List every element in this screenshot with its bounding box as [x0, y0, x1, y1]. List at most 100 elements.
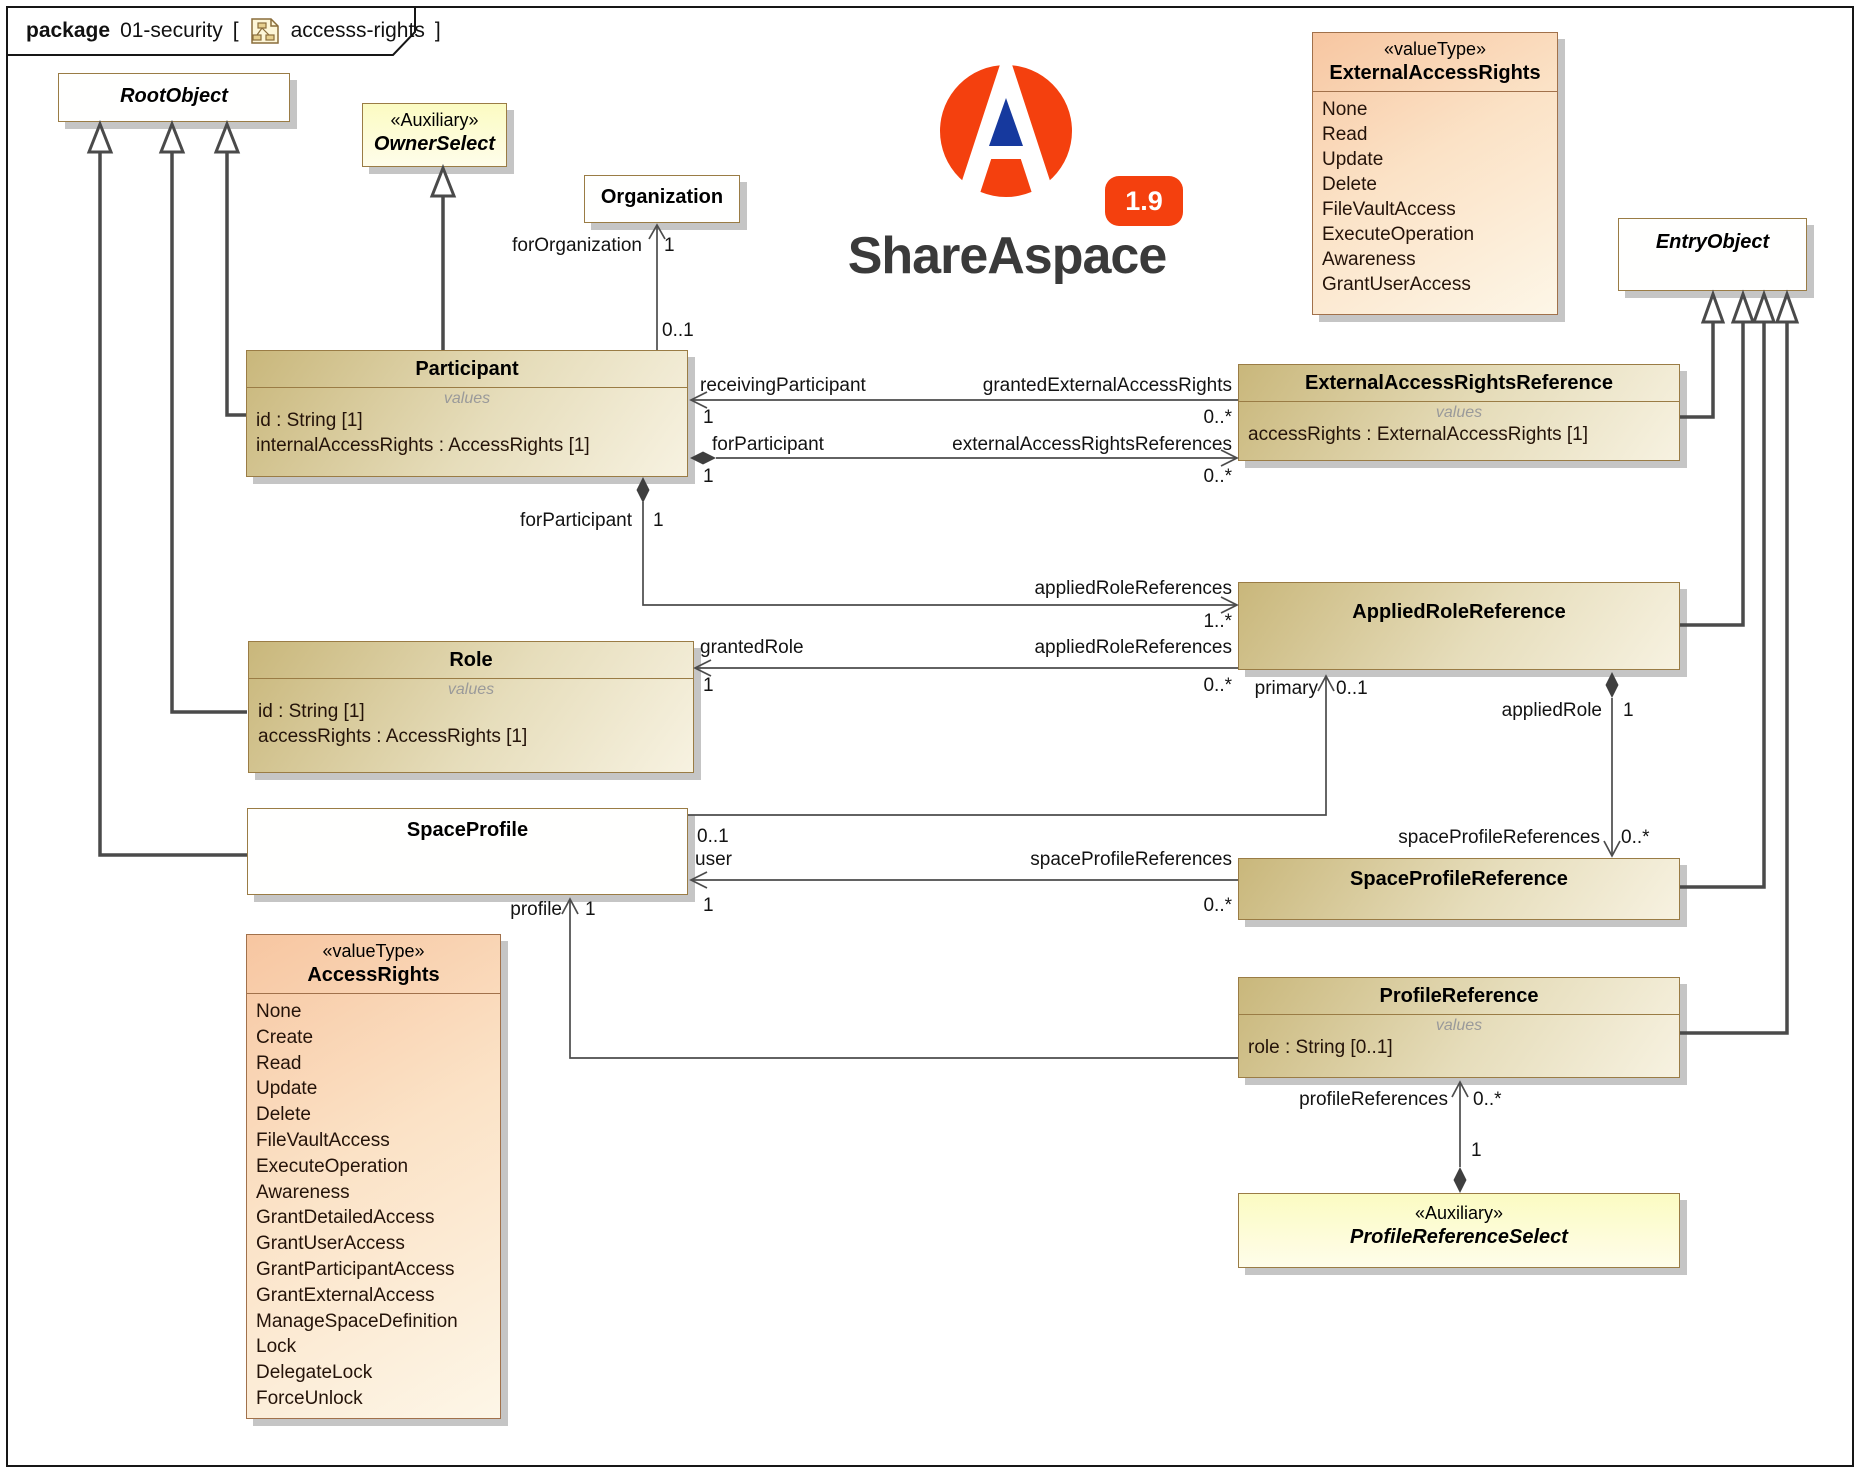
generalization-role-rootobject	[158, 119, 247, 714]
multiplicity-label: 1	[664, 235, 675, 256]
role-label: profile	[510, 899, 562, 920]
class-title: AccessRights	[247, 962, 500, 994]
enum-literal: Create	[256, 1026, 314, 1048]
role-label: user	[695, 849, 732, 870]
values-section-label: values	[443, 390, 491, 407]
enum-literal: None	[256, 1001, 302, 1022]
bracket-close: ]	[434, 19, 441, 42]
class-title: EntryObject	[1655, 231, 1770, 253]
role-label: grantedRole	[700, 637, 804, 658]
enum-literal: GrantUserAccess	[1322, 274, 1471, 295]
class-profilereferenceselect[interactable]: «Auxiliary» ProfileReferenceSelect	[1238, 1193, 1680, 1268]
class-rootobject[interactable]: RootObject	[58, 73, 290, 122]
role-label: externalAccessRightsReferences	[952, 434, 1232, 455]
enum-literal: FileVaultAccess	[256, 1129, 390, 1151]
package-keyword: package	[26, 19, 111, 42]
association-appliedrole	[1603, 672, 1621, 858]
class-title: AppliedRoleReference	[1352, 601, 1566, 623]
role-label: spaceProfileReferences	[1398, 827, 1600, 848]
enum-literal: None	[1322, 99, 1368, 120]
class-title: Organization	[600, 186, 724, 208]
class-ownerselect[interactable]: «Auxiliary» OwnerSelect	[362, 103, 507, 167]
multiplicity-label: 1	[653, 510, 664, 531]
role-label: spaceProfileReferences	[1030, 849, 1232, 870]
generalization-participant-ownerselect	[429, 163, 457, 350]
multiplicity-label: 1	[585, 899, 596, 920]
enum-literal: GrantParticipantAccess	[256, 1258, 455, 1280]
class-organization[interactable]: Organization	[584, 175, 740, 223]
multiplicity-label: 0..*	[1621, 827, 1650, 848]
class-title: ExternalAccessRights	[1313, 60, 1557, 92]
enum-literal: Update	[256, 1078, 318, 1100]
enum-literal: ExecuteOperation	[256, 1155, 409, 1177]
multiplicity-label: 1	[1471, 1140, 1482, 1161]
role-label: grantedExternalAccessRights	[982, 375, 1232, 396]
package-header: package 01-security [ accesss-rights ]	[26, 17, 441, 45]
multiplicity-label: 0..*	[1203, 675, 1232, 696]
shareaspace-logo-icon	[940, 60, 1072, 197]
enum-literal: Awareness	[1322, 249, 1416, 270]
enum-externalaccessrights[interactable]: «valueType» ExternalAccessRights None Re…	[1312, 32, 1558, 315]
stereotype-label: «valueType»	[1383, 39, 1487, 59]
bracket-open: [	[232, 19, 239, 42]
attribute: id : String [1]	[258, 701, 365, 722]
attribute: internalAccessRights : AccessRights [1]	[256, 435, 590, 456]
class-title: RootObject	[120, 85, 228, 107]
attribute: id : String [1]	[256, 410, 363, 431]
class-title: ProfileReferenceSelect	[1350, 1226, 1568, 1248]
multiplicity-label: 1..*	[1203, 611, 1232, 632]
role-label: receivingParticipant	[700, 375, 866, 396]
generalization-profilereference-entryobject	[1680, 289, 1800, 1035]
role-label: appliedRoleReferences	[1034, 637, 1232, 658]
multiplicity-label: 0..*	[1473, 1089, 1502, 1110]
class-participant[interactable]: Participant values id : String [1] inter…	[246, 350, 688, 477]
values-section-label: values	[1435, 1017, 1483, 1034]
stereotype-label: «Auxiliary»	[390, 110, 479, 130]
class-appliedrolereference[interactable]: AppliedRoleReference	[1238, 582, 1680, 670]
multiplicity-label: 1	[703, 895, 714, 916]
generalization-participant-rootobject	[213, 119, 246, 417]
association-externalaccessrightsreferences	[690, 449, 1239, 467]
multiplicity-label: 0..1	[662, 320, 694, 341]
enum-literal: GrantDetailedAccess	[256, 1207, 435, 1229]
association-appliedrolereferences-participant	[636, 477, 1239, 614]
class-spaceprofilereference[interactable]: SpaceProfileReference	[1238, 858, 1680, 920]
diagram-icon	[250, 18, 279, 44]
multiplicity-label: 1	[703, 466, 714, 487]
multiplicity-label: 0..*	[1203, 895, 1232, 916]
attribute: accessRights : AccessRights [1]	[258, 726, 528, 747]
enum-literal: GrantUserAccess	[256, 1233, 405, 1255]
association-grantedrole	[693, 659, 1238, 677]
multiplicity-label: 0..1	[697, 826, 729, 847]
enum-literal: FileVaultAccess	[1322, 199, 1456, 220]
class-profilereference[interactable]: ProfileReference values role : String [0…	[1238, 977, 1680, 1078]
role-label: primary	[1254, 678, 1318, 699]
multiplicity-label: 0..1	[1336, 678, 1368, 699]
multiplicity-label: 1	[1623, 700, 1634, 721]
class-entryobject[interactable]: EntryObject	[1618, 218, 1807, 291]
role-label: appliedRoleReferences	[1034, 578, 1232, 599]
role-label: forOrganization	[512, 235, 642, 256]
enum-accessrights[interactable]: «valueType» AccessRights None Create Rea…	[246, 934, 501, 1419]
enum-literal: ManageSpaceDefinition	[256, 1310, 458, 1332]
generalization-spaceprofilereference-entryobject	[1680, 289, 1777, 889]
class-spaceprofile[interactable]: SpaceProfile	[247, 808, 688, 895]
attribute: role : String [0..1]	[1248, 1037, 1393, 1058]
enum-literal: Read	[256, 1052, 302, 1074]
multiplicity-label: 1	[703, 675, 714, 696]
class-title: ProfileReference	[1239, 978, 1679, 1015]
class-externalaccessrightsreference[interactable]: ExternalAccessRightsReference values acc…	[1238, 364, 1680, 461]
class-role[interactable]: Role values id : String [1] accessRights…	[248, 641, 694, 773]
brand-wordmark: ShareAspace	[847, 227, 1168, 285]
enum-literal: Lock	[256, 1336, 297, 1358]
multiplicity-label: 0..*	[1203, 466, 1232, 487]
stereotype-label: «valueType»	[322, 941, 425, 961]
association-grantedexternalaccessrights	[689, 391, 1238, 409]
package-tab	[6, 6, 416, 56]
stereotype-label: «Auxiliary»	[1414, 1203, 1504, 1223]
enum-literal: ExecuteOperation	[1322, 224, 1475, 245]
enum-literal: DelegateLock	[256, 1362, 373, 1384]
multiplicity-label: 0..*	[1203, 407, 1232, 428]
